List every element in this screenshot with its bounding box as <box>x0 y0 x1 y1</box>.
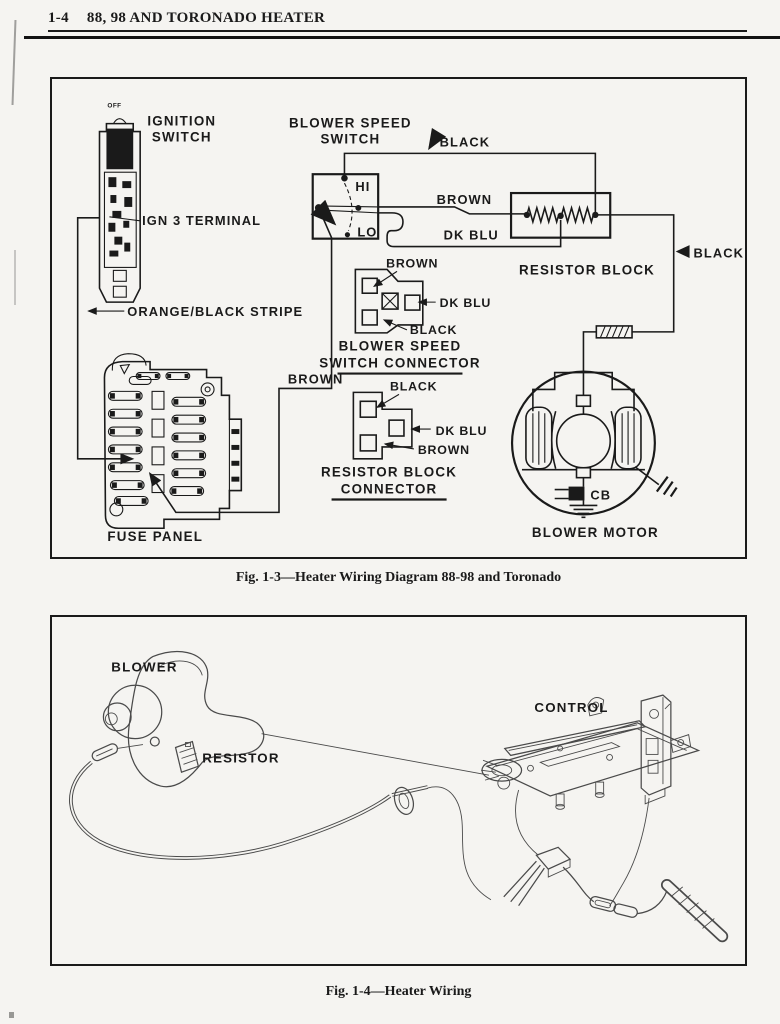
conn1-dkblu-label: DK BLU <box>440 296 492 310</box>
fuse-panel-label: FUSE PANEL <box>107 529 203 544</box>
fuse-bar-notches <box>231 429 240 482</box>
ignition-switch-label-1: IGNITION <box>147 114 216 129</box>
brown-drop-label: BROWN <box>288 371 344 386</box>
dk-blu-label: DK BLU <box>444 228 499 243</box>
conn1-brown-label: BROWN <box>386 256 438 270</box>
figure-1-4-caption: Fig. 1-4—Heater Wiring <box>325 984 472 999</box>
harness-connector-b <box>613 903 638 918</box>
wire-brown <box>378 206 525 215</box>
blower-motor-label: BLOWER MOTOR <box>532 525 659 540</box>
feed-wire <box>261 733 490 776</box>
conn2-caption-1: RESISTOR BLOCK <box>321 465 457 480</box>
conn1-black-label: BLACK <box>410 323 457 337</box>
resistor-block-connector <box>352 391 431 460</box>
scan-artifact <box>11 19 17 106</box>
scan-artifact <box>14 250 16 305</box>
blower-speed-switch-label-2: SWITCH <box>320 131 380 146</box>
control-label: CONTROL <box>534 700 608 715</box>
page-header: 1-4 88, 98 AND TORONADO HEATER <box>48 10 325 27</box>
grommet <box>393 786 415 815</box>
figure-1-3-caption: Fig. 1-3—Heater Wiring Diagram 88-98 and… <box>235 570 562 585</box>
conn2-dkblu-label: DK BLU <box>436 424 488 438</box>
hi-label: HI <box>355 179 370 194</box>
blower-speed-switch-connector <box>354 268 436 334</box>
page-number: 1-4 <box>48 10 69 26</box>
conn2-brown-label: BROWN <box>418 443 470 457</box>
black-top-arrow <box>428 127 447 151</box>
ign3-terminal-label: IGN 3 TERMINAL <box>142 213 261 228</box>
blower-motor-drawing <box>510 370 678 519</box>
conn1-caption-2: SWITCH CONNECTOR <box>319 356 480 371</box>
ignition-switch-label-2: SWITCH <box>152 129 212 144</box>
black-top-label: BLACK <box>440 134 491 149</box>
keyed-pin <box>381 292 399 310</box>
wire-brown-drop <box>148 207 333 514</box>
harness-connector-a <box>589 896 617 912</box>
wire-motor-feed <box>582 331 597 396</box>
brown-label: BROWN <box>437 192 493 207</box>
blower-cable <box>69 760 392 860</box>
blower-lead-connector <box>91 743 119 762</box>
blower-speed-switch-label-1: BLOWER SPEED <box>289 116 412 131</box>
fig1-diagram: OFF IGNITION SWITCH IGN 3 TERMINAL ORANG… <box>76 103 745 544</box>
conn2-black-label: BLACK <box>390 379 437 393</box>
switch-lever-arrow <box>310 199 337 226</box>
fig2-illustration: BLOWER RESISTOR <box>69 650 729 943</box>
chassis-ground <box>634 466 678 498</box>
conn2-caption-2: CONNECTOR <box>341 482 438 497</box>
resistor-drawing <box>174 740 200 774</box>
black-right-label: BLACK <box>694 246 745 261</box>
wire-black-right <box>595 214 675 333</box>
cb-label: CB <box>590 487 611 502</box>
resistor-block-label: RESISTOR BLOCK <box>519 262 655 277</box>
header-underline <box>48 30 747 32</box>
resistor-label: RESISTOR <box>202 750 279 765</box>
ignition-switch-drawing: OFF <box>98 103 141 303</box>
harness-drawing <box>503 789 729 943</box>
figure-1-4-frame: BLOWER RESISTOR <box>50 615 747 966</box>
black-right-arrow <box>675 245 690 259</box>
lo-label: LO <box>357 225 377 240</box>
conn1-caption-1: BLOWER SPEED <box>339 339 462 354</box>
page-title: 88, 98 AND TORONADO HEATER <box>86 10 326 26</box>
ground-symbol <box>569 500 598 519</box>
fuse-holders <box>151 390 165 494</box>
blower-assembly-drawing <box>91 650 265 788</box>
ignition-switch-terminals <box>108 177 133 257</box>
off-label: OFF <box>107 103 121 110</box>
orange-black-stripe-label: ORANGE/BLACK STRIPE <box>127 304 303 319</box>
figure-1-3-frame: OFF IGNITION SWITCH IGN 3 TERMINAL ORANG… <box>50 77 747 559</box>
wire-dk-blu <box>378 212 562 248</box>
dash-wire <box>427 786 492 901</box>
wire-black-top <box>343 152 597 215</box>
control-wire <box>609 797 650 906</box>
scan-artifact <box>9 1012 14 1018</box>
circuit-breaker <box>554 486 585 501</box>
blower-speed-switch-drawing: HI LO <box>310 173 380 240</box>
inline-connector <box>595 325 633 339</box>
ign3-pointer-line <box>109 216 141 222</box>
control-assembly-drawing <box>480 694 701 810</box>
fuse-panel-drawing <box>103 353 243 530</box>
blower-label: BLOWER <box>111 659 177 674</box>
header-rule <box>24 36 780 39</box>
